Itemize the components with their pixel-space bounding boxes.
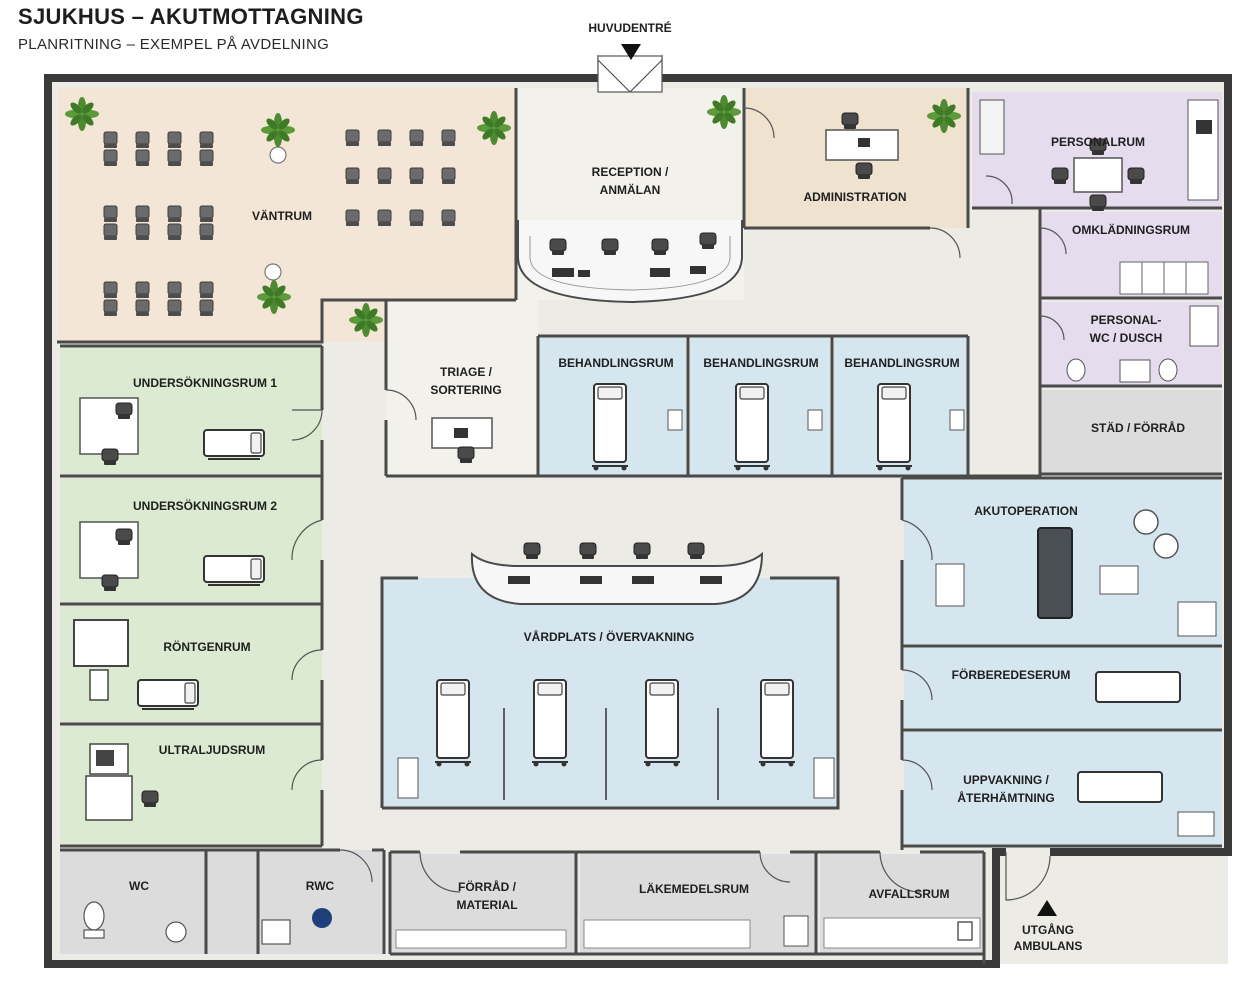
- room-label-emergency-op: AKUTOPERATION: [974, 504, 1078, 518]
- room-label-treatment-1: BEHANDLINGSRUM: [558, 356, 674, 370]
- room-label-triage: TRIAGE / SORTERING: [430, 363, 501, 399]
- room-label-storage-line-2: MATERIAL: [456, 898, 518, 912]
- room-label-waiting: VÄNTRUM: [252, 209, 312, 223]
- room-label-treatment-2: BEHANDLINGSRUM: [703, 356, 819, 370]
- plan-title: SJUKHUS – AKUTMOTTAGNING: [18, 4, 364, 29]
- ambulance-exit-line-1: UTGÅNG: [1022, 923, 1074, 937]
- room-label-triage-line-2: SORTERING: [430, 383, 502, 397]
- room-label-rwc: RWC: [305, 879, 335, 893]
- room-label-recovery: UPPVAKNING / ÅTERHÄMTNING: [957, 771, 1054, 807]
- room-label-medicine: LÄKEMEDELSRUM: [639, 882, 749, 896]
- room-label-recovery-line-1: UPPVAKNING /: [963, 773, 1049, 787]
- room-label-xray: RÖNTGENRUM: [163, 640, 251, 654]
- room-label-reception-line-2: ANMÄLAN: [599, 183, 661, 197]
- room-label-exam-1: UNDERSÖKNINGSRUM 1: [132, 376, 278, 390]
- plan-subtitle: PLANRITNING – EXEMPEL PÅ AVDELNING: [18, 36, 330, 53]
- room-label-care-monitoring: VÅRDPLATS / ÖVERVAKNING: [523, 630, 695, 644]
- room-label-reception: RECEPTION / ANMÄLAN: [592, 163, 669, 199]
- room-label-staff-room: PERSONALRUM: [1050, 135, 1146, 149]
- room-label-changing: OMKLÄDNINGSRUM: [1072, 223, 1190, 237]
- room-label-waste: AVFALLSRUM: [868, 887, 950, 901]
- room-label-staff-wc-line-1: PERSONAL-: [1090, 313, 1162, 327]
- room-label-reception-line-1: RECEPTION /: [591, 165, 669, 179]
- room-label-ultrasound: ULTRALJUDSRUM: [158, 743, 266, 757]
- room-label-storage-line-1: FÖRRÅD /: [457, 880, 516, 894]
- room-label-recovery-line-2: ÅTERHÄMTNING: [957, 791, 1055, 805]
- room-label-staff-wc-line-2: WC / DUSCH: [1089, 331, 1163, 345]
- room-label-administration: ADMINISTRATION: [803, 190, 907, 204]
- ambulance-exit-label: UTGÅNG AMBULANS: [1000, 922, 1096, 954]
- room-label-treatment-3: BEHANDLINGSRUM: [844, 356, 960, 370]
- room-label-prep: FÖRBEREDESERUM: [951, 668, 1071, 682]
- room-label-exam-2: UNDERSÖKNINGSRUM 2: [132, 499, 278, 513]
- room-label-storage: FÖRRÅD / MATERIAL: [456, 878, 517, 914]
- ambulance-exit-line-2: AMBULANS: [1013, 939, 1083, 954]
- main-entrance-label: HUVUDENTRÉ: [588, 21, 672, 35]
- room-label-staff-wc: PERSONAL- WC / DUSCH: [1090, 311, 1163, 347]
- room-label-wc: WC: [129, 879, 149, 893]
- room-label-cleaning: STÄD / FÖRRÅD: [1091, 421, 1185, 435]
- room-label-triage-line-1: TRIAGE /: [439, 365, 492, 379]
